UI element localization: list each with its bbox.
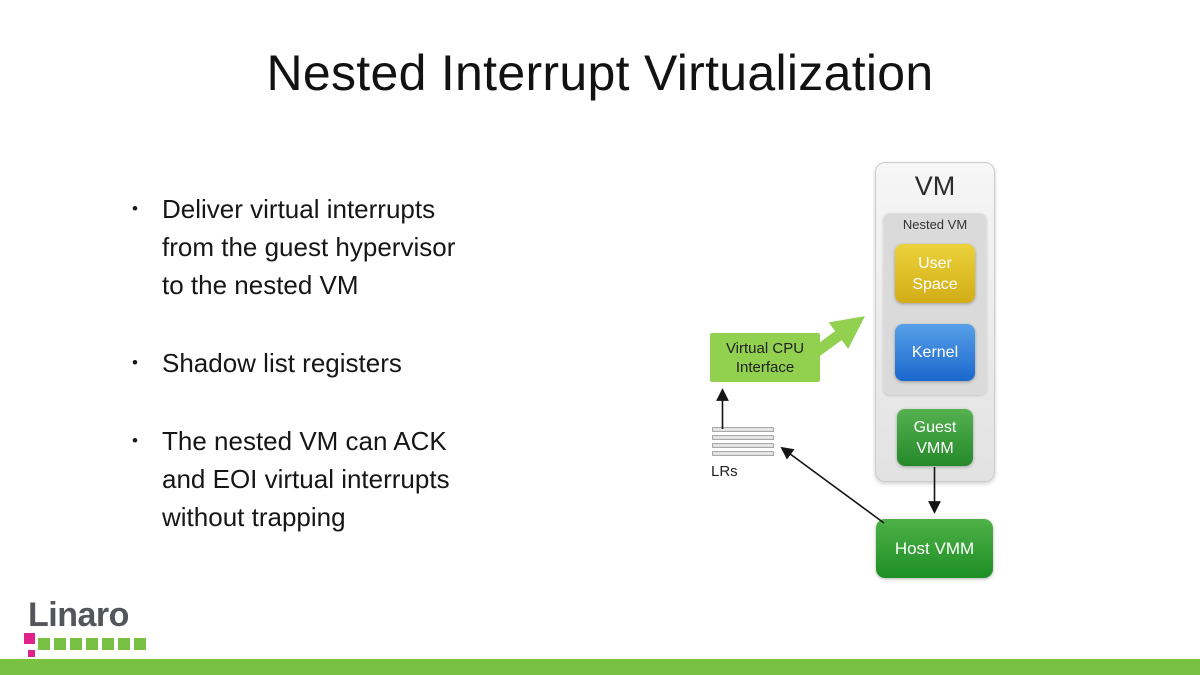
bullet-line: without trapping [162,502,346,532]
bullet-line: and EOI virtual interrupts [162,464,450,494]
bullet-line: to the nested VM [162,270,359,300]
linaro-logo-text: Linaro [28,596,129,634]
logo-square-green [38,638,50,650]
hostvmm-to-lr-arrow [780,446,885,524]
lrs-label: LRs [711,463,738,480]
bullet-text: The nested VM can ACK and EOI virtual in… [162,422,450,536]
logo-square-green [70,638,82,650]
logo-square-pink [28,650,35,657]
linaro-logo: Linaro [24,596,168,658]
bullet-item: • Shadow list registers [128,344,558,382]
list-register-bar [712,451,774,456]
logo-square-pink [24,633,35,644]
bullet-dot-icon: • [132,199,138,218]
logo-square-green [54,638,66,650]
bullet-line: from the guest hypervisor [162,232,456,262]
logo-square-green [86,638,98,650]
vm-label: VM [914,171,956,201]
list-register-bar [712,443,774,448]
virtual-cpu-interface-box: Virtual CPU Interface [710,333,820,382]
host-vmm-box: Host VMM [876,519,993,578]
bullet-dot-icon: • [132,431,138,450]
linaro-logo-squares [24,633,168,662]
bullet-text: Deliver virtual interrupts from the gues… [162,190,455,304]
bullet-item: • Deliver virtual interrupts from the gu… [128,190,558,304]
list-registers-stack [712,427,774,459]
logo-square-green [118,638,130,650]
kernel-box: Kernel [895,324,975,381]
nested-vm-label: Nested VM [902,217,968,232]
bullet-line: Deliver virtual interrupts [162,194,436,224]
bullet-item: • The nested VM can ACK and EOI virtual … [128,422,558,536]
logo-square-green [102,638,114,650]
user-space-box: User Space [895,244,975,303]
bullet-line: The nested VM can ACK [162,426,447,456]
footer-accent-bar [0,659,1200,675]
logo-square-green [134,638,146,650]
bullet-dot-icon: • [132,353,138,372]
green-inject-arrow [812,316,865,357]
bullet-line: Shadow list registers [162,348,402,378]
slide-title: Nested Interrupt Virtualization [266,45,934,101]
bullet-text: Shadow list registers [162,344,402,382]
list-register-bar [712,427,774,432]
list-register-bar [712,435,774,440]
guest-vmm-box: Guest VMM [897,409,973,466]
bullet-list: • Deliver virtual interrupts from the gu… [128,190,558,576]
